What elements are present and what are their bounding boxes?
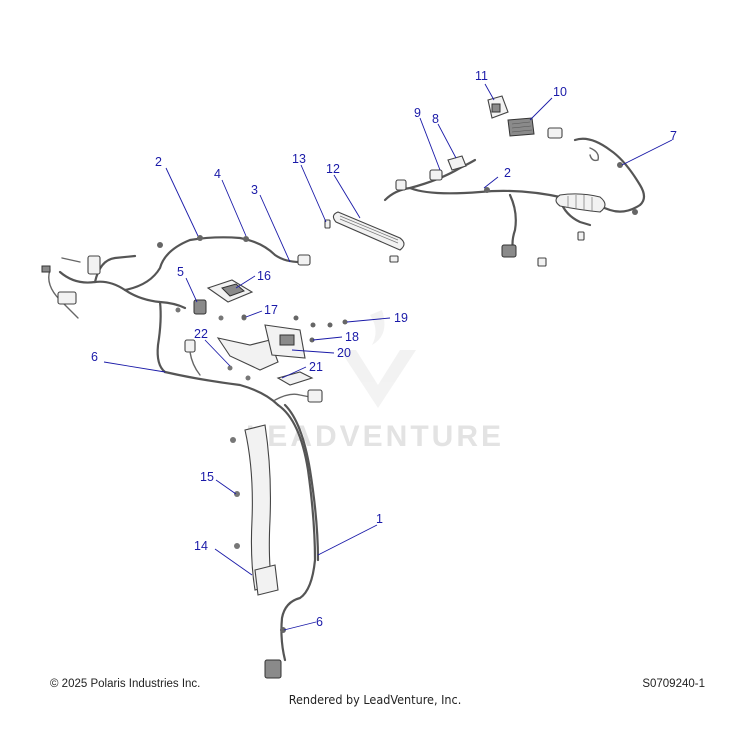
module-16 [206, 279, 254, 303]
copyright-text: © 2025 Polaris Industries Inc. [50, 678, 201, 690]
screws-17-18-19 [241, 314, 348, 343]
callout-16: 16 [257, 269, 271, 283]
harness-lower [163, 339, 323, 679]
callout-17: 17 [264, 303, 278, 317]
harness-upper-left [41, 235, 311, 374]
leader-lines [103, 83, 673, 631]
callouts: 1 2 2 3 4 5 6 6 7 8 9 10 11 12 13 14 15 … [91, 69, 677, 629]
callout-12: 12 [326, 162, 340, 176]
seal-10 [507, 117, 563, 139]
callout-7: 7 [670, 129, 677, 143]
callout-6b: 6 [316, 615, 323, 629]
callout-21: 21 [309, 360, 323, 374]
watermark: LEADVENTURE [245, 420, 504, 453]
connector-11 [487, 95, 509, 119]
callout-4: 4 [214, 167, 221, 181]
clip-8 [447, 155, 467, 171]
callout-15: 15 [200, 470, 214, 484]
diagram-id: S0709240-1 [642, 678, 705, 690]
screw-13 [324, 219, 331, 229]
callout-18: 18 [345, 330, 359, 344]
rendered-by-text: Rendered by LeadVenture, Inc. [288, 692, 462, 707]
connector-5 [193, 299, 207, 315]
callout-10: 10 [553, 85, 567, 99]
callout-14: 14 [194, 539, 208, 553]
callout-20: 20 [337, 346, 351, 360]
callout-1: 1 [376, 512, 383, 526]
callout-5: 5 [177, 265, 184, 279]
bracket-14 [244, 424, 279, 596]
callout-8: 8 [432, 112, 439, 126]
callout-2: 2 [155, 155, 162, 169]
callout-9: 9 [414, 106, 421, 120]
callout-13: 13 [292, 152, 306, 166]
callout-3: 3 [251, 183, 258, 197]
callout-19: 19 [394, 311, 408, 325]
callout-6: 6 [91, 350, 98, 364]
callout-11: 11 [475, 69, 488, 83]
bracket-20-21-22 [216, 324, 314, 386]
harness-upper-right [383, 137, 646, 267]
callout-22: 22 [194, 327, 208, 341]
callout-2b: 2 [504, 166, 511, 180]
panel-12 [332, 211, 405, 263]
